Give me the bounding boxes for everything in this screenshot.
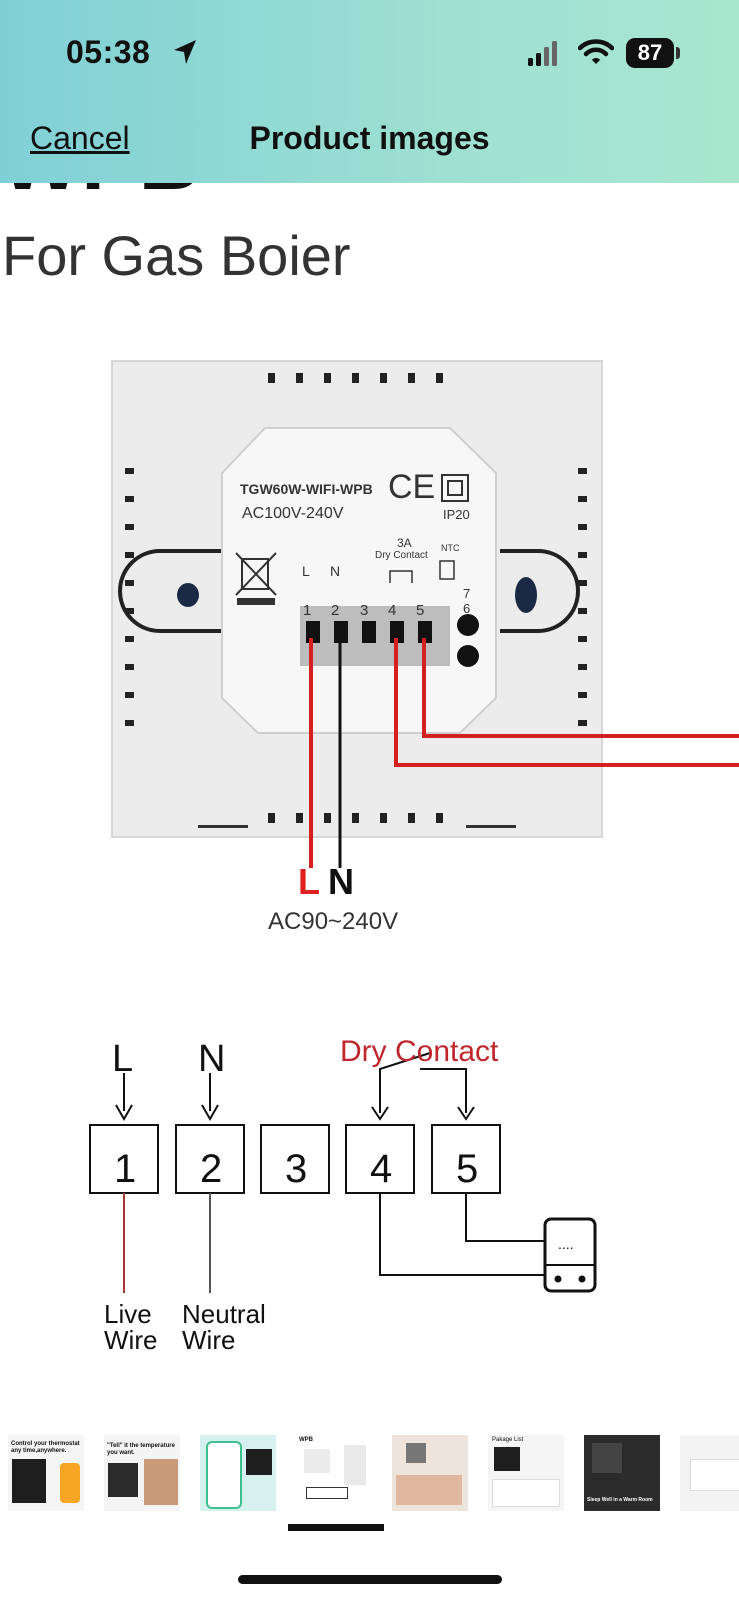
device-voltage: AC100V-240V [242,505,344,522]
home-indicator[interactable] [238,1575,502,1584]
device-pin-4: 4 [388,602,397,619]
diagram-live-wire-line1: Live [104,1299,152,1329]
supply-l-label: L [298,861,320,902]
device-pin-letter-n: N [330,563,341,579]
thumb-warm-room[interactable]: Sleep Well in a Warm Room [584,1435,660,1511]
diagram-l-label: L [112,1038,134,1080]
cancel-button[interactable]: Cancel [30,120,130,156]
diagram-neutral-wire-line1: Neutral [182,1299,266,1329]
device-back-illustration: CE [111,360,739,868]
device-ntc-pin-6: 6 [463,601,471,616]
cellular-signal-icon [528,41,557,66]
wifi-icon [578,39,614,64]
device-pin-5: 5 [416,602,425,619]
device-model: TGW60W-WIFI-WPB [240,481,373,497]
status-time: 05:38 [66,34,151,70]
diagram-terminal-1: 1 [114,1147,137,1191]
device-contact-label: Dry Contact [375,550,428,561]
thumbnail-strip: Control your thermostat any time,anywher… [0,1435,739,1515]
boiler-icon: .... [543,1217,597,1293]
thumb-tell-it[interactable]: "Tell" it the temperature you want. [104,1435,180,1511]
battery-indicator: 87 [626,38,674,68]
diagram-terminal-3: 3 [285,1147,308,1191]
diagram-dry-contact-label: Dry Contact [340,1035,499,1068]
page-title: Product images [249,120,490,156]
thumb-device-side[interactable] [680,1435,739,1511]
selected-thumbnail-indicator [288,1524,384,1531]
device-pin-1: 1 [303,602,312,619]
diagram-n-label: N [198,1038,226,1080]
battery-tip [676,47,680,59]
diagram-terminal-5: 5 [456,1147,479,1191]
brand-subtitle: For Gas Boier [2,224,351,287]
diagram-live-wire-line2: Wire [104,1325,158,1355]
device-pin-2: 2 [331,602,340,619]
svg-text:....: .... [558,1236,574,1252]
device-pin-letter-l: L [302,563,310,579]
supply-n-label: N [328,861,354,902]
supply-voltage: AC90~240V [268,908,399,935]
diagram-terminal-4: 4 [370,1147,393,1191]
device-contact-rating: 3A [397,536,412,550]
device-ntc-pin-7: 7 [463,586,471,601]
thumb-room[interactable] [392,1435,468,1511]
ce-mark: CE [388,468,435,506]
diagram-neutral-wire-line2: Wire [182,1325,236,1355]
device-ntc: NTC [441,543,460,553]
device-pin-3: 3 [360,602,369,619]
thumb-app-schedule[interactable] [200,1435,276,1511]
device-ip-rating: IP20 [443,507,470,522]
thumb-package[interactable]: Pakage List [488,1435,564,1511]
wiring-diagram: .... [89,1052,597,1293]
header-bar: 05:38 87 Cancel Product images [0,0,739,183]
thumb-wiring[interactable]: WPB [296,1435,372,1511]
thumb-voice-control[interactable]: Control your thermostat any time,anywher… [8,1435,84,1511]
brand-title: WPB [0,183,201,210]
weee-bin-icon [235,552,277,605]
product-image[interactable]: WPB For Gas Boier [0,183,739,1413]
location-arrow-icon [174,40,196,64]
diagram-terminal-2: 2 [200,1147,223,1191]
